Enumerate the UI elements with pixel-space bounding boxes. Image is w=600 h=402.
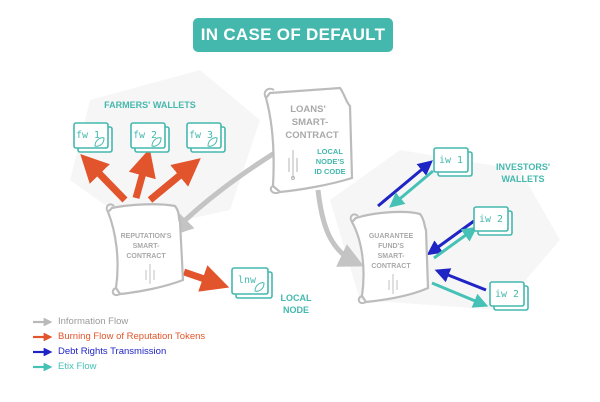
legend-item-burning-flow: Burning Flow of Reputation Tokens bbox=[32, 329, 205, 344]
wallet-iw1-label: iw 1 bbox=[439, 155, 463, 166]
investors-wallets-label-1: INVESTORS' bbox=[496, 162, 550, 172]
title-badge: IN CASE OF DEFAULT bbox=[193, 18, 393, 52]
wallet-fw2-label: fw 2 bbox=[133, 130, 157, 141]
leaf-icon bbox=[254, 282, 265, 292]
debt-arrow-from-iw2a bbox=[426, 219, 475, 256]
loans-id-line-1: LOCAL bbox=[317, 147, 343, 156]
wallet-iw2a: iw 2 bbox=[473, 206, 513, 236]
loans-id-line-3: ID CODE bbox=[314, 167, 345, 176]
burn-arrow-to-fw1 bbox=[80, 153, 128, 203]
legend-item-etix-flow: Etix Flow bbox=[32, 359, 205, 374]
leaf-icon bbox=[207, 137, 218, 147]
wallet-fw3: fw 3 bbox=[186, 122, 226, 153]
legend-label: Information Flow bbox=[58, 316, 129, 327]
reputation-contract-line-1: REPUTATION'S bbox=[121, 233, 172, 240]
loans-smart-contract: LOANS' SMART- CONTRACT LOCAL NODE'S ID C… bbox=[263, 86, 354, 195]
legend-item-information-flow: Information Flow bbox=[32, 314, 205, 329]
reputation-contract-line-2: SMART- bbox=[133, 243, 161, 250]
etix-arrow-from-iw1 bbox=[389, 169, 434, 208]
debt-arrow-to-iw1 bbox=[377, 160, 433, 208]
guarantee-contract-line-1: GUARANTEE bbox=[369, 233, 414, 240]
wallet-lnw: lnw bbox=[231, 267, 273, 299]
orange-arrow-icon bbox=[33, 332, 53, 341]
gray-arrow-icon bbox=[33, 317, 53, 326]
loans-contract-line-3: CONTRACT bbox=[285, 130, 338, 141]
info-flow-arrow-loans-to-guarantee bbox=[315, 189, 365, 267]
info-flow-arrow-loans-to-reputation bbox=[167, 149, 278, 238]
burn-arrow-to-lnw bbox=[182, 265, 230, 292]
wallet-iw1: iw 1 bbox=[433, 147, 473, 177]
etix-arrow-to-iw2b bbox=[431, 281, 489, 308]
guarantee-contract-line-2: FUND'S bbox=[378, 243, 404, 250]
loans-contract-line-2: SMART- bbox=[292, 117, 328, 128]
debt-arrow-from-iw2b bbox=[434, 268, 487, 292]
wallet-iw2b: iw 2 bbox=[489, 281, 529, 311]
guarantee-contract-line-4: CONTRACT bbox=[371, 263, 411, 270]
legend-item-debt-rights: Debt Rights Transmission bbox=[32, 344, 205, 359]
wallet-fw2: fw 2 bbox=[130, 122, 170, 153]
leaf-icon bbox=[151, 137, 162, 147]
etix-arrow-to-iw2a bbox=[433, 226, 478, 260]
wallet-iw2a-label: iw 2 bbox=[479, 214, 503, 225]
wallet-fw3-label: fw 3 bbox=[189, 130, 213, 141]
burn-arrow-to-fw3 bbox=[147, 158, 201, 203]
loans-contract-line-1: LOANS' bbox=[290, 104, 326, 115]
circuit-icon bbox=[145, 264, 155, 284]
wallet-lnw-label: lnw bbox=[238, 275, 257, 286]
circuit-icon bbox=[388, 274, 398, 294]
reputation-smart-contract: REPUTATION'S SMART- CONTRACT bbox=[105, 203, 185, 297]
legend: Information Flow Burning Flow of Reputat… bbox=[32, 314, 205, 374]
guarantee-contract-line-3: SMART- bbox=[378, 253, 406, 260]
local-node-label-2: NODE bbox=[283, 305, 309, 315]
local-node-label-1: LOCAL bbox=[281, 293, 312, 303]
loans-id-line-2: NODE'S bbox=[316, 157, 344, 166]
circuit-icon bbox=[288, 150, 298, 180]
investors-wallets-label-2: WALLETS bbox=[502, 174, 545, 184]
leaf-icon bbox=[94, 137, 105, 147]
page-title: IN CASE OF DEFAULT bbox=[200, 25, 386, 44]
wallet-iw2b-label: iw 2 bbox=[495, 289, 519, 300]
legend-label: Burning Flow of Reputation Tokens bbox=[58, 331, 206, 342]
farmers-wallets-label: FARMERS' WALLETS bbox=[104, 100, 196, 110]
guarantee-fund-smart-contract: GUARANTEE FUND'S SMART- CONTRACT bbox=[349, 210, 430, 305]
wallet-fw1: fw 1 bbox=[73, 122, 113, 153]
legend-label: Debt Rights Transmission bbox=[58, 346, 167, 357]
blue-arrow-icon bbox=[33, 347, 53, 356]
reputation-contract-line-3: CONTRACT bbox=[126, 253, 166, 260]
legend-label: Etix Flow bbox=[58, 361, 97, 372]
cyan-arrow-icon bbox=[33, 362, 53, 371]
wallet-fw1-label: fw 1 bbox=[76, 130, 100, 141]
burn-arrow-to-fw2 bbox=[128, 148, 156, 199]
